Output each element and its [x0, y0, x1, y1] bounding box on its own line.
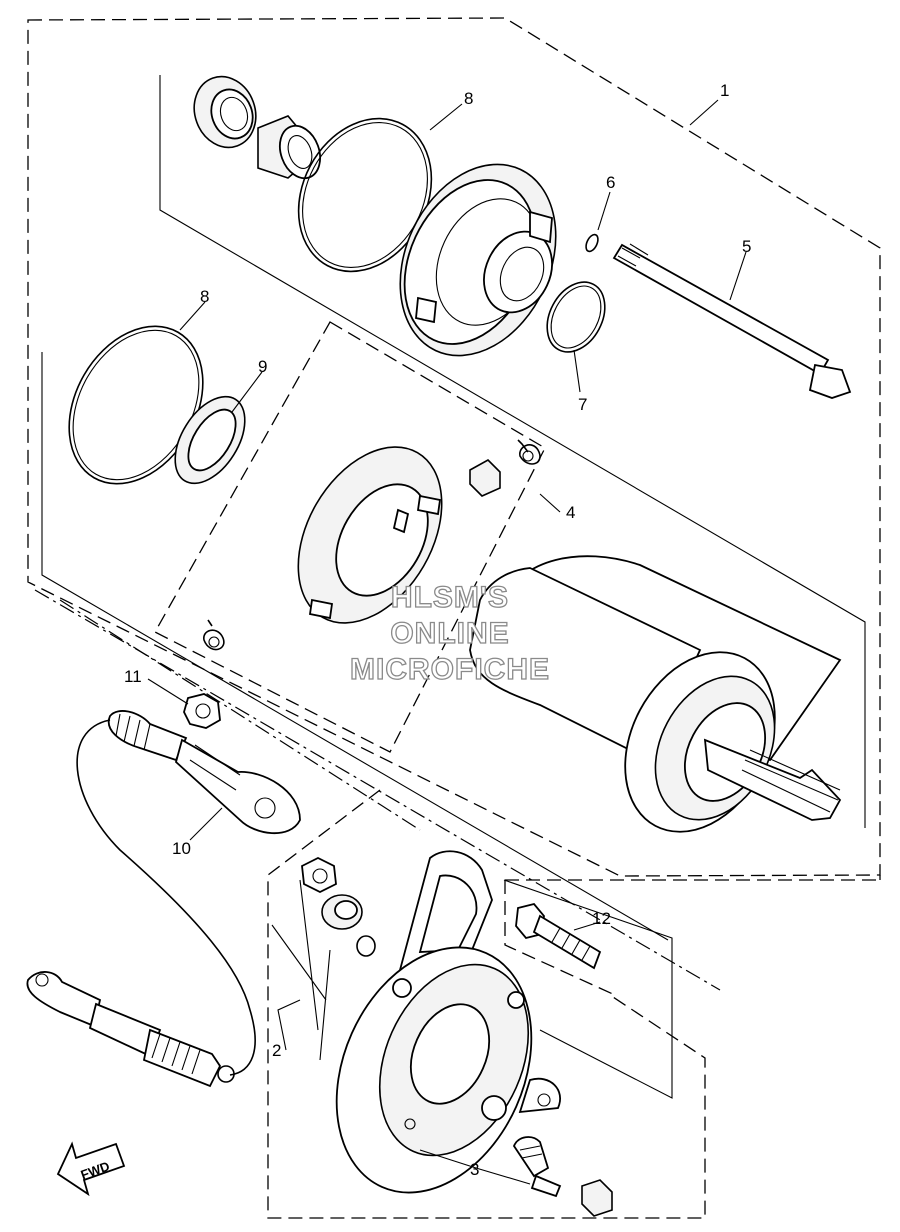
front-cover — [335, 850, 561, 1194]
flange-bolt-12 — [515, 902, 602, 970]
callout-4: 4 — [566, 503, 575, 522]
through-bolt — [612, 243, 852, 399]
brush-spring-upper — [517, 439, 541, 465]
terminal-bolt — [512, 1136, 613, 1217]
callout-1: 1 — [720, 81, 729, 100]
front-cover-boundary-dashed — [267, 789, 706, 1219]
rear-cover — [399, 163, 557, 357]
watermark-line-3: MICROFICHE — [350, 653, 550, 686]
explode-axis-dashdot-1 — [34, 589, 721, 991]
explode-axis-lower — [503, 879, 673, 1099]
watermark-line-1: HLSM'S — [391, 581, 509, 614]
callout-10: 10 — [172, 839, 191, 858]
callout-9: 9 — [258, 357, 267, 376]
cover-insulator — [321, 894, 363, 930]
yoke-housing — [469, 555, 842, 833]
watermark-line-2: ONLINE — [390, 617, 509, 650]
callout-12: 12 — [592, 909, 611, 928]
needle-bearing — [257, 115, 322, 180]
callout-7: 7 — [578, 395, 587, 414]
nut-11 — [183, 693, 221, 729]
cover-nut — [301, 856, 337, 894]
watermark: HLSM'S ONLINE MICROFICHE — [349, 580, 550, 686]
fwd-direction-arrow: FWD — [56, 1141, 126, 1197]
explode-axis-dashdot-2 — [59, 599, 421, 831]
oil-seal — [193, 75, 257, 149]
callout-3: 3 — [470, 1160, 479, 1179]
o-ring-6 — [585, 233, 599, 253]
brush-plate — [297, 446, 443, 624]
brush-block — [469, 459, 501, 497]
cable-wire — [76, 719, 256, 1076]
leader-lines — [147, 99, 747, 1185]
callout-8-upper: 8 — [464, 89, 473, 108]
callouts: 1 8 6 5 8 9 7 4 11 10 12 2 3 — [124, 81, 751, 1179]
callout-8-lower: 8 — [200, 287, 209, 306]
callout-5: 5 — [742, 237, 751, 256]
cover-o-ring-small — [356, 935, 376, 957]
brush-spring-lower — [203, 619, 225, 651]
cable-end-terminal — [26, 971, 235, 1088]
explode-axis-upper — [159, 75, 866, 828]
bolt-boundary-dashed — [504, 875, 881, 996]
o-ring-7 — [546, 281, 606, 353]
starter-cable-lead — [107, 710, 301, 835]
callout-2: 2 — [272, 1041, 281, 1060]
o-ring-7-inner — [550, 285, 602, 349]
washer-9-hole — [187, 408, 237, 472]
brush-set-boundary-dashed — [154, 321, 546, 753]
callout-11: 11 — [124, 667, 142, 686]
explode-axis-middle — [41, 352, 669, 941]
callout-6: 6 — [606, 173, 615, 192]
